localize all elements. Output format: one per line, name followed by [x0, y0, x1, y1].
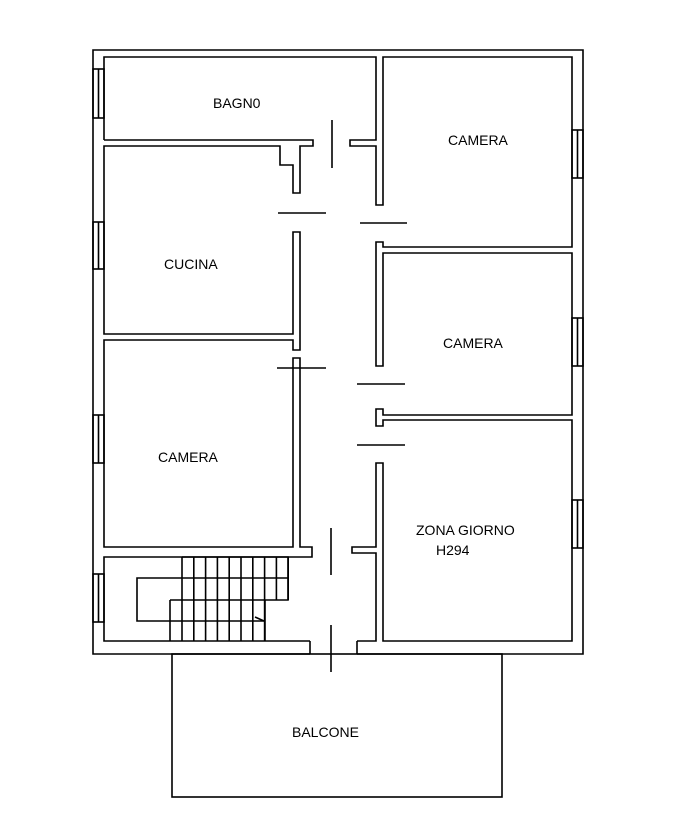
door-openings: [277, 120, 407, 672]
room-label-bagno: BAGN0: [213, 95, 261, 111]
room-height-label: H294: [436, 542, 470, 558]
room-label-cucina: CUCINA: [164, 256, 218, 272]
windows: [92, 68, 584, 623]
staircase: [136, 556, 290, 641]
room-label-camera: CAMERA: [448, 132, 508, 148]
balcony-outline: [171, 653, 503, 798]
room-label-zona-giorno: ZONA GIORNO: [416, 522, 515, 538]
room-label-balcone: BALCONE: [292, 724, 359, 740]
room-label-camera: CAMERA: [443, 335, 503, 351]
room-label-camera: CAMERA: [158, 449, 218, 465]
outer-walls: [92, 49, 584, 655]
